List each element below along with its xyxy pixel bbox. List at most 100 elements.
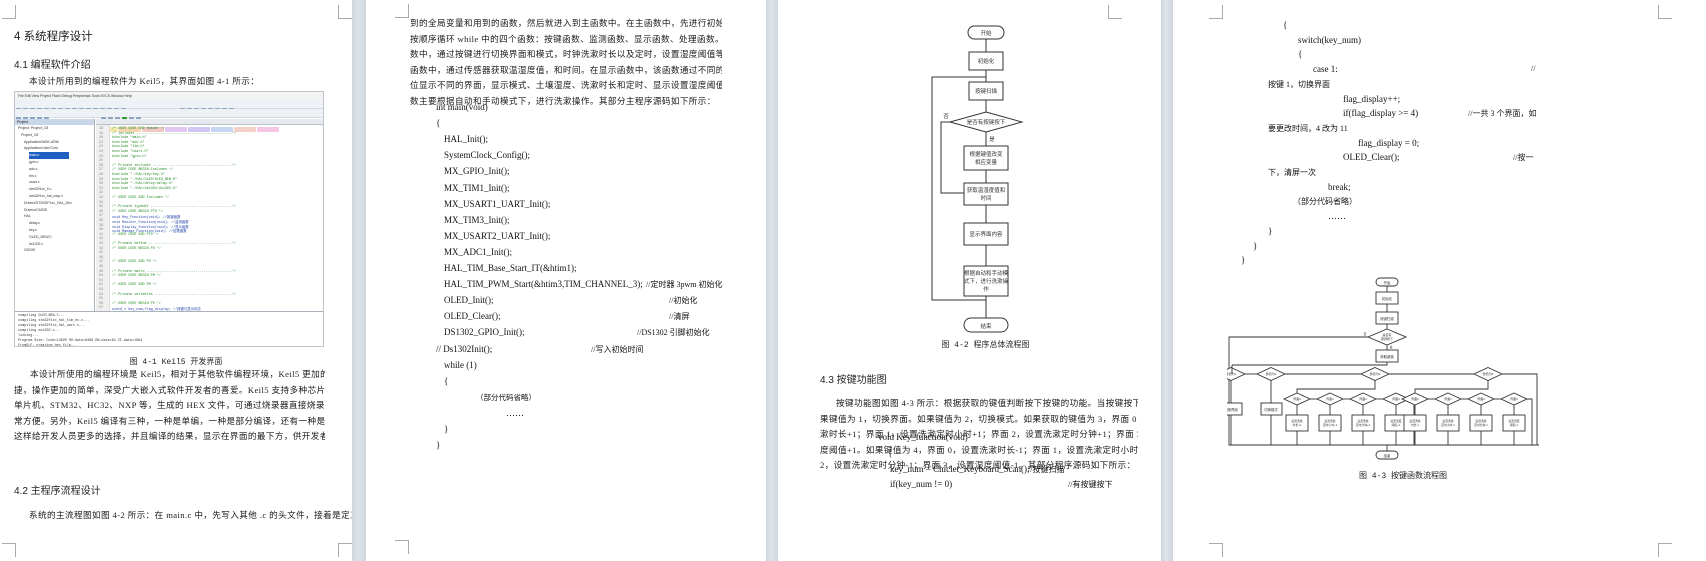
code-line: OLED_Clear(); [444, 311, 501, 322]
section-heading-4-1: 4.1 编程软件介绍 [14, 60, 91, 71]
project-tree-item[interactable]: Drivers/CMSIS [24, 207, 48, 212]
code-line: } [436, 440, 441, 451]
project-tree-item[interactable]: adc.c [29, 166, 38, 171]
svg-text:根据自动和手动模: 根据自动和手动模 [964, 269, 1009, 277]
project-tree-item[interactable]: stm32f1xx_it.c [29, 187, 52, 192]
code-line: void Display_Function(void); //显示函数 [112, 225, 189, 230]
code-line: } [1268, 225, 1273, 236]
code-comment: //按一 [1513, 153, 1534, 163]
project-tree-item[interactable]: OLED_NEW.C [29, 234, 52, 239]
svg-text:时间: 时间 [980, 194, 991, 202]
build-output-line: linking... [18, 334, 39, 338]
code-line: /* USER CODE END Header */ [112, 127, 165, 131]
code-line: void Key_function(void) [878, 432, 968, 442]
main-flow-paragraph-start: 系统的主流程图如图 4-2 所示：在 main.c 中，先写入其他 .c 的头文… [29, 510, 352, 520]
code-line: MX_TIM3_Init(); [444, 214, 510, 225]
project-tree-item[interactable]: usart.c [29, 180, 40, 185]
svg-text:结束: 结束 [1384, 453, 1391, 458]
code-line: { [1298, 49, 1303, 60]
project-tree-item[interactable]: stm32f1xx_hal_msp.c [29, 193, 63, 198]
svg-text:初始化: 初始化 [978, 57, 995, 65]
code-line: uint8_t key_num,flag_display; //按键与显示标志 [112, 306, 201, 312]
code-line: /* Private macro -----------------------… [112, 269, 237, 274]
page-gap [1161, 0, 1173, 561]
code-line: MX_USART1_UART_Init(); [444, 198, 551, 209]
code-line: MX_GPIO_Init(); [444, 166, 510, 177]
keil-toolbar-2: Project_C8 [15, 109, 323, 123]
code-line: #include "usart.h" [112, 150, 149, 154]
code-line: #include "tim.h" [112, 145, 145, 150]
code-line: flag_display++; [1343, 93, 1401, 104]
code-comment: //DS1302 引脚初始化 [637, 328, 710, 338]
code-line: if(flag_display >= 4) [1343, 108, 1419, 119]
code-line: #include "adc.h" [112, 140, 145, 145]
crop-mark [1658, 5, 1672, 19]
svg-text:键值为4: 键值为4 [1483, 371, 1494, 376]
code-comment: //定时器 3pwm 初始化 [646, 280, 723, 290]
svg-text:按键扫描: 按键扫描 [1380, 316, 1394, 321]
code-line: break; [1328, 181, 1351, 192]
keil5-screenshot-figure: File Edit View Project Flash Debug Perip… [14, 91, 324, 347]
code-line: } [1241, 255, 1246, 266]
code-comment: //一共 3 个界面，如 [1468, 109, 1537, 119]
svg-text:结束: 结束 [980, 322, 992, 330]
code-line: { [444, 375, 449, 386]
figure-4-3-caption: 图 4-3 按键函数流程图 [1358, 472, 1447, 481]
project-tree-item[interactable]: Application/User/Core [24, 146, 59, 151]
crop-mark [2, 543, 16, 557]
code-line: HAL_TIM_PWM_Start(&htim3,TIM_CHANNEL_3); [444, 279, 643, 290]
keil-toolbar-1: change_flag [15, 100, 323, 114]
project-tree-item[interactable]: HAL [24, 214, 31, 219]
code-line: #include "./HAL/delay/delay.h" [112, 182, 174, 187]
code-line: key_num = Chiclet_Keyboard_Scan(); [890, 463, 1030, 474]
crop-mark [338, 5, 352, 19]
project-tree-item[interactable]: ds1302.c [29, 241, 44, 246]
keil-description-paragraph: 本设计所使用的编程环境是 Keil5，相对于其他软件编程环境，Keil5 更加的… [14, 369, 325, 442]
project-tree-item[interactable]: CMSIS [24, 248, 36, 253]
code-line: /* USER CODE END PTD */ [112, 232, 159, 237]
svg-text:界面3: 界面3 [1510, 397, 1518, 401]
svg-text:定时分钟-1: 定时分钟-1 [1474, 423, 1488, 427]
svg-text:是否有按键按下: 是否有按键按下 [967, 118, 1006, 126]
code-line: 下，清屏一次 [1268, 168, 1316, 177]
code-line: /* Private includes --------------------… [112, 163, 237, 168]
svg-text:开始: 开始 [980, 29, 992, 37]
project-tree-item[interactable]: key.c [29, 227, 37, 232]
project-tree-item[interactable]: Application/MDK-ARM [24, 139, 59, 144]
project-tree-item[interactable]: tim.c [29, 173, 37, 178]
code-line: #include "gpio.h" [112, 154, 147, 159]
svg-text:切换模式: 切换模式 [1264, 407, 1278, 412]
code-line: } [1253, 240, 1258, 251]
code-line: flag_display = 0; [1358, 137, 1420, 148]
code-line: OLED_Init(); [444, 295, 494, 306]
code-line: { [436, 118, 441, 129]
project-tree-item[interactable]: Drivers/STM32F1xx_HAL_Driv [24, 200, 72, 205]
svg-text:定时小时+1: 定时小时+1 [1323, 423, 1338, 427]
project-tree-item[interactable]: delay.c [29, 221, 40, 226]
project-tree-item[interactable]: Project: Project_C8 [18, 126, 49, 130]
build-output-line: compiling ds1302.c... [18, 329, 61, 333]
project-tree-item[interactable]: gpio.c [29, 159, 39, 164]
main-function-code: int main(void){HAL_Init();SystemClock_Co… [366, 0, 766, 561]
section-heading-4-3: 4.3 按键功能图 [820, 375, 887, 386]
svg-text:定时小时-1: 定时小时-1 [1441, 423, 1455, 427]
crop-mark [395, 540, 409, 554]
code-line: /* USER CODE BEGIN PTD */ [112, 209, 163, 214]
code-comment: //按键扫描 [1028, 464, 1065, 474]
code-line: HAL_TIM_Base_Start_IT(&htim1); [444, 263, 577, 273]
project-tree-item[interactable]: Project_C8 [21, 132, 39, 137]
svg-text:式下，进行洗漱操: 式下，进行洗漱操 [964, 277, 1009, 285]
code-line: void Key_Function(void); //按键函数 [112, 216, 181, 221]
code-line: /* USER CODE BEGIN PD */ [112, 246, 161, 251]
code-line: #include "main.h" [112, 136, 147, 141]
code-line: DS1302_GPIO_Init(); [444, 327, 525, 338]
svg-text:界面2: 界面2 [1359, 397, 1367, 401]
svg-text:否: 否 [1363, 332, 1366, 336]
key-function-code: void Key_function(void){key_num = Chicle… [778, 0, 1161, 561]
document-page-2: 到的全局变量和用到的函数，然后就进入到主函数中。在主函数中，先进行初始化，然后 … [366, 0, 766, 561]
key-function-flowchart: 开始初始化按键扫描是否有按键按下获取键值键值为1键值为2键值为3键值为4切换界面… [1227, 277, 1539, 460]
project-tree-item[interactable]: main.c [15, 152, 94, 159]
main-flow-paragraph: 到的全局变量和用到的函数，然后就进入到主函数中。在主函数中，先进行初始化，然后 … [410, 18, 722, 106]
code-line: if(key_num != 0) [890, 479, 953, 490]
svg-text:设置洗漱: 设置洗漱 [1442, 419, 1453, 423]
